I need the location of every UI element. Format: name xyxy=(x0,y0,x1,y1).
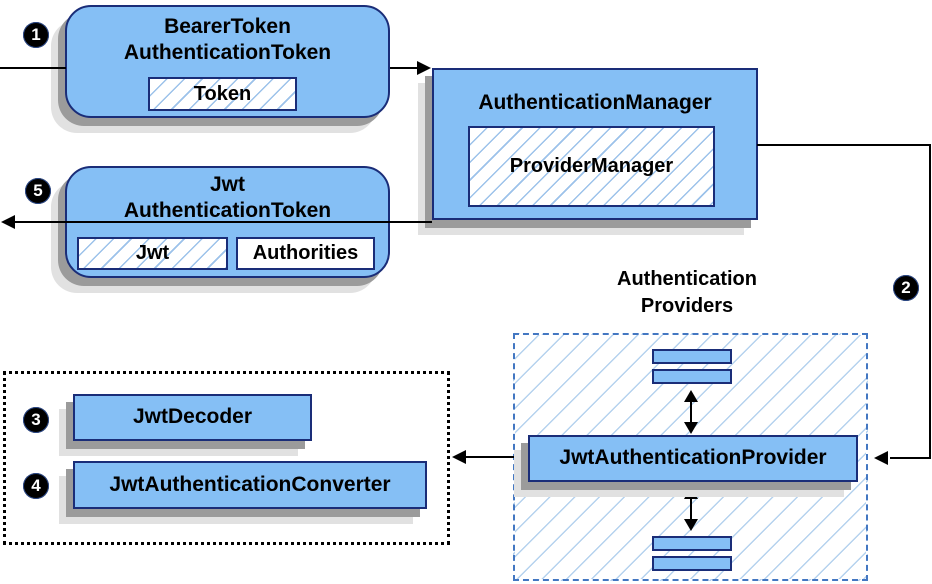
jwt-authentication-provider-node: JwtAuthenticationProvider xyxy=(528,435,858,482)
provider-stack-bar xyxy=(652,369,732,384)
authentication-manager-title: AuthenticationManager xyxy=(478,91,712,114)
arrow-up-icon xyxy=(684,390,698,402)
decoder-group-box xyxy=(3,371,450,545)
jwt-decoder-node: JwtDecoder xyxy=(73,394,312,441)
arrow-right-icon xyxy=(417,61,431,75)
provider-manager-box: ProviderManager xyxy=(468,126,715,207)
provider-stack-bar xyxy=(652,536,732,551)
token-field-label: Token xyxy=(193,82,252,105)
manager-to-result-connector xyxy=(14,221,432,223)
step-5-badge: 5 xyxy=(25,178,51,204)
provider-to-decoder-connector xyxy=(466,456,528,458)
manager-to-provider-connector-top xyxy=(757,144,931,146)
bearer-to-manager-connector xyxy=(390,67,418,69)
bearer-token-title-line1: BearerToken xyxy=(164,15,291,38)
provider-stack-bar xyxy=(652,349,732,364)
jwt-token-title-line2: AuthenticationToken xyxy=(123,199,332,223)
provider-manager-label: ProviderManager xyxy=(509,155,674,177)
arrow-up-icon xyxy=(684,487,698,499)
jwt-decoder-label: JwtDecoder xyxy=(132,405,253,429)
jwt-token-title-line1: Jwt xyxy=(209,173,245,196)
request-in-connector xyxy=(0,67,66,69)
jwt-authentication-converter-label: JwtAuthenticationConverter xyxy=(109,472,391,496)
arrow-down-icon xyxy=(684,422,698,434)
jwt-authentication-converter-node: JwtAuthenticationConverter xyxy=(73,461,427,509)
arrow-left-icon xyxy=(874,451,888,465)
token-field: Token xyxy=(148,77,297,111)
bearer-token-title-line2: AuthenticationToken xyxy=(123,41,332,65)
jwt-authentication-provider-label: JwtAuthenticationProvider xyxy=(559,446,827,470)
authorities-field-label: Authorities xyxy=(252,242,359,264)
step-1-badge: 1 xyxy=(23,22,49,48)
authorities-field: Authorities xyxy=(236,237,375,270)
providers-heading-line2: Providers xyxy=(640,295,734,317)
jwt-field-label: Jwt xyxy=(135,242,170,264)
arrow-down-icon xyxy=(684,519,698,531)
manager-to-provider-connector-vertical xyxy=(929,144,931,459)
step-4-badge: 4 xyxy=(23,473,49,499)
providers-heading-line1: Authentication xyxy=(617,268,757,290)
step-3-badge: 3 xyxy=(23,407,49,433)
provider-stack-bar xyxy=(652,556,732,571)
step-2-badge: 2 xyxy=(893,275,919,301)
manager-to-provider-connector-bottom xyxy=(890,457,930,459)
providers-group-heading: Authentication Providers xyxy=(567,266,807,320)
arrow-left-icon xyxy=(452,450,466,464)
provider-stack-connector xyxy=(690,400,692,424)
jwt-field: Jwt xyxy=(77,237,228,270)
provider-stack-connector xyxy=(690,497,692,521)
arrow-left-icon xyxy=(1,215,15,229)
